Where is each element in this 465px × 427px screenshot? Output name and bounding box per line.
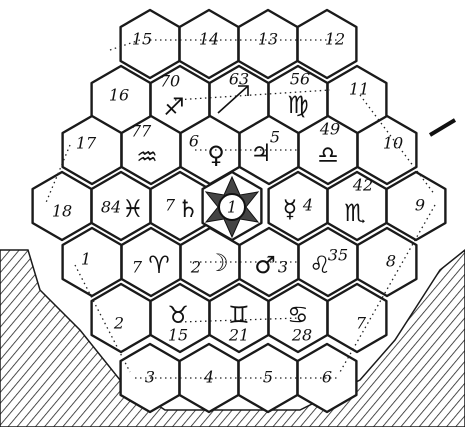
cell-label: 15 <box>168 326 188 345</box>
cell-label: 1 <box>81 250 91 269</box>
cell-label: 8 <box>386 252 396 271</box>
cell-symbol: ☽ <box>207 249 229 277</box>
cell-label: 28 <box>291 326 312 345</box>
cell-label: 84 <box>101 198 121 217</box>
cell-symbol: ♀ <box>207 141 225 169</box>
stake-mark <box>430 120 455 135</box>
cell-symbol: ♄ <box>177 195 199 223</box>
cell-symbol: ♎ <box>317 141 339 169</box>
cell-symbol: ♈ <box>148 251 170 279</box>
cell-label: 14 <box>199 30 219 49</box>
cell-label: 6 <box>322 368 332 387</box>
cell-symbol: ♃ <box>250 139 272 167</box>
cell-label: 10 <box>383 134 403 153</box>
cell-label: 3 <box>145 368 155 387</box>
cell-label: 16 <box>109 86 129 105</box>
cell-label: 4 <box>302 196 313 215</box>
cell-label: 15 <box>132 30 152 49</box>
cell-symbol: ♍ <box>287 91 309 119</box>
cell-label: 70 <box>160 72 180 91</box>
cell-label: 9 <box>415 196 425 215</box>
cell-symbol: ♂ <box>254 251 276 279</box>
cell-symbol: ♓ <box>122 195 144 223</box>
cell-label: 4 <box>203 368 214 387</box>
cell-label: 18 <box>52 202 72 221</box>
cell-label: 7 <box>165 196 176 215</box>
cell-label: 13 <box>258 30 278 49</box>
cell-label: 21 <box>228 326 249 345</box>
cell-label: 77 <box>131 122 152 141</box>
cell-label: 56 <box>290 70 310 89</box>
cell-label: 3 <box>278 258 288 277</box>
cell-label: 5 <box>270 128 280 147</box>
cell-symbol: ☿ <box>283 195 298 223</box>
cell-label: 6 <box>189 132 199 151</box>
cell-label: 63 <box>229 70 249 89</box>
cell-label: 17 <box>76 134 97 153</box>
hex-cell <box>269 172 328 240</box>
cell-label: 49 <box>319 120 340 139</box>
cell-label: 35 <box>328 246 348 265</box>
cell-symbol: ♏ <box>344 199 366 227</box>
cell-label: 7 <box>356 314 367 333</box>
hex-cell <box>63 228 122 296</box>
cell-label: 12 <box>325 30 345 49</box>
cell-label: 7 <box>132 258 143 277</box>
cell-symbol: ♒ <box>136 143 158 171</box>
cell-label: 11 <box>349 80 369 99</box>
cell-label: 5 <box>263 368 273 387</box>
cell-label: 42 <box>352 176 373 195</box>
cell-label: 2 <box>190 258 201 277</box>
center-label: 1 <box>227 198 237 217</box>
cell-symbol: ♐ <box>163 93 185 121</box>
cell-label: 2 <box>113 314 124 333</box>
